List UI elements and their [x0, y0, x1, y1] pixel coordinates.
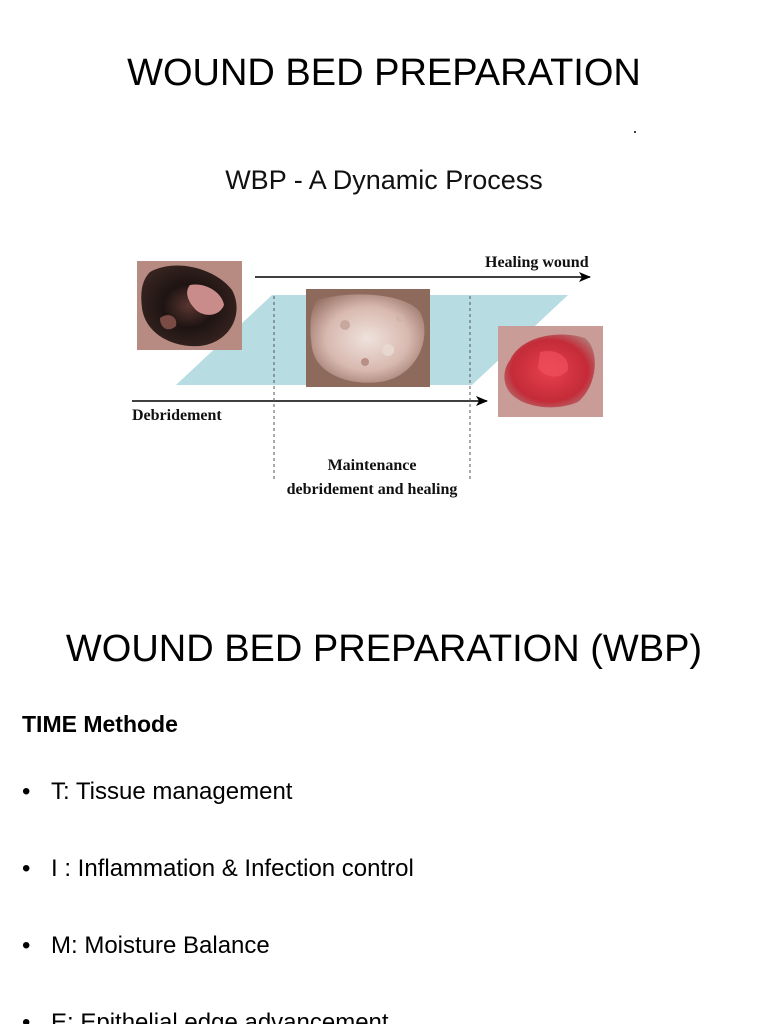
maintenance-label-line1: Maintenance [328, 457, 417, 474]
figure-subtitle: WBP - A Dynamic Process [225, 165, 543, 195]
debridement-label: Debridement [132, 407, 222, 424]
bullet-icon: • [22, 932, 31, 959]
slide-title: WOUND BED PREPARATION [127, 52, 641, 94]
sloughy-wound-photo [306, 289, 430, 387]
bullet-text: M: Moisture Balance [51, 932, 270, 959]
slide-title: WOUND BED PREPARATION (WBP) [65, 628, 703, 670]
stray-dot [634, 131, 636, 133]
bullet-text: E: Epithelial edge advancement [51, 1009, 389, 1024]
wbp-process-diagram: Healing wound Debridement Maintenance de… [132, 254, 603, 498]
section-heading: TIME Methode [22, 711, 178, 737]
bullet-icon: • [22, 855, 31, 882]
bullet-icon: • [22, 1009, 31, 1024]
maintenance-label-line2: debridement and healing [287, 481, 458, 498]
granulating-wound-photo [498, 326, 603, 417]
necrotic-wound-photo [137, 261, 242, 350]
healing-wound-label: Healing wound [485, 254, 589, 271]
bullet-icon: • [22, 778, 31, 805]
bullet-text: T: Tissue management [51, 778, 293, 805]
bullet-text: I : Inflammation & Infection control [51, 855, 414, 882]
